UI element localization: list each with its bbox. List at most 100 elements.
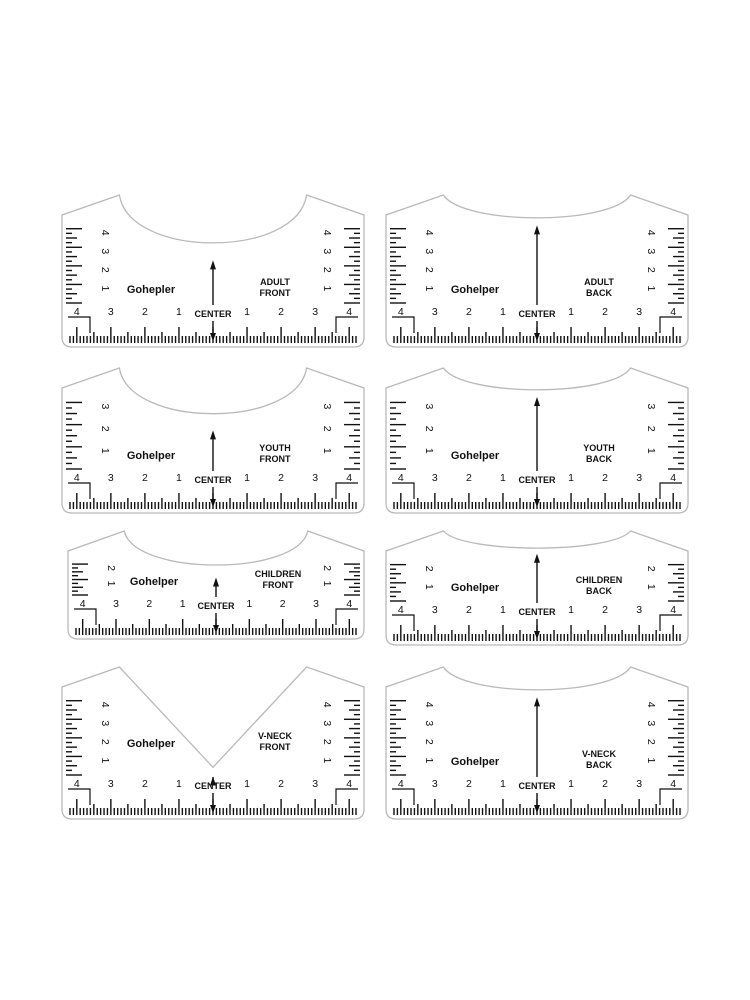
template-side-label: FRONT (260, 742, 291, 752)
right-side-number: 1 (645, 448, 657, 454)
right-side-number: 3 (645, 248, 657, 254)
bottom-number-left: 4 (74, 778, 80, 790)
left-side-number: 4 (99, 702, 111, 708)
bottom-number-left: 4 (398, 472, 404, 484)
bottom-number-left: 4 (398, 604, 404, 616)
bottom-number-left: 3 (108, 778, 114, 790)
left-side-number: 4 (423, 230, 435, 236)
bottom-number-left: 3 (108, 306, 114, 318)
corner-mark (68, 316, 91, 333)
brand-label: Gohelper (451, 756, 500, 768)
bottom-number-left: 3 (108, 472, 114, 484)
arrow-head-down (534, 333, 540, 341)
right-side-number: 1 (321, 448, 333, 454)
bottom-number-right: 3 (636, 306, 642, 318)
arrow-head-up (213, 577, 219, 587)
bottom-number-right: 3 (636, 604, 642, 616)
left-side-number: 1 (423, 286, 435, 292)
left-side-number: 1 (105, 581, 117, 587)
right-side-number: 4 (645, 702, 657, 708)
right-side-number: 3 (645, 404, 657, 410)
template-side-label: BACK (586, 760, 612, 770)
bottom-number-left: 4 (74, 306, 80, 318)
center-label: CENTER (518, 309, 556, 319)
right-side-number: 2 (645, 426, 657, 432)
bottom-number-right: 2 (602, 778, 608, 790)
left-side-number: 3 (99, 404, 111, 410)
brand-label: Gohepler (127, 284, 176, 296)
bottom-number-right: 4 (670, 604, 676, 616)
corner-mark (335, 608, 358, 625)
bottom-number-right: 2 (280, 598, 286, 610)
template-side-label: BACK (586, 586, 612, 596)
brand-label: Gohelper (451, 450, 500, 462)
bottom-number-left: 3 (432, 778, 438, 790)
corner-mark (392, 788, 415, 805)
brand-label: Gohelper (127, 738, 176, 750)
bottom-number-left: 2 (466, 778, 472, 790)
arrow-head-up (534, 397, 540, 406)
bottom-number-left: 4 (398, 306, 404, 318)
corner-mark (659, 482, 682, 499)
left-side-number: 3 (423, 720, 435, 726)
template-type-label: YOUTH (583, 443, 615, 453)
center-label: CENTER (518, 781, 556, 791)
arrow-head-up (534, 225, 540, 235)
template-side-label: FRONT (260, 288, 291, 298)
left-side-number: 2 (423, 426, 435, 432)
arrow-head-down (210, 805, 216, 813)
arrow-head-down (534, 499, 540, 507)
corner-mark (68, 482, 91, 499)
template-type-label: YOUTH (259, 443, 291, 453)
corner-mark (335, 788, 358, 805)
left-side-number: 4 (423, 702, 435, 708)
right-side-number: 3 (321, 404, 333, 410)
corner-mark (659, 614, 682, 631)
right-side-number: 4 (645, 230, 657, 236)
bottom-number-right: 3 (312, 306, 318, 318)
right-side-number: 1 (321, 286, 333, 292)
arrow-head-down (210, 499, 216, 507)
corner-mark (335, 482, 358, 499)
left-side-number: 1 (423, 448, 435, 454)
left-side-number: 2 (99, 739, 111, 745)
bottom-number-left: 1 (176, 472, 182, 484)
arrow-head-down (213, 625, 219, 633)
bottom-number-left: 2 (146, 598, 152, 610)
bottom-number-right: 1 (568, 778, 574, 790)
arrow-head-down (534, 631, 540, 639)
bottom-number-right: 3 (313, 598, 319, 610)
bottom-number-right: 2 (602, 472, 608, 484)
template-type-label: V-NECK (582, 749, 617, 759)
bottom-number-left: 2 (466, 604, 472, 616)
right-side-number: 2 (645, 267, 657, 273)
corner-mark (74, 608, 97, 625)
right-side-number: 2 (321, 426, 333, 432)
left-side-number: 3 (99, 248, 111, 254)
arrow-head-down (210, 333, 216, 341)
bottom-number-left: 4 (80, 598, 86, 610)
bottom-number-right: 2 (278, 306, 284, 318)
corner-mark (392, 482, 415, 499)
right-side-number: 3 (321, 720, 333, 726)
center-label: CENTER (194, 781, 232, 791)
corner-mark (659, 788, 682, 805)
bottom-number-left: 3 (113, 598, 119, 610)
bottom-number-right: 1 (568, 604, 574, 616)
right-side-number: 2 (321, 565, 333, 571)
bottom-number-left: 2 (142, 778, 148, 790)
template-side-label: BACK (586, 288, 612, 298)
right-side-number: 4 (321, 230, 333, 236)
bottom-number-right: 3 (636, 778, 642, 790)
bottom-number-left: 2 (466, 306, 472, 318)
bottom-number-left: 1 (180, 598, 186, 610)
center-label: CENTER (194, 309, 232, 319)
center-label: CENTER (197, 601, 235, 611)
